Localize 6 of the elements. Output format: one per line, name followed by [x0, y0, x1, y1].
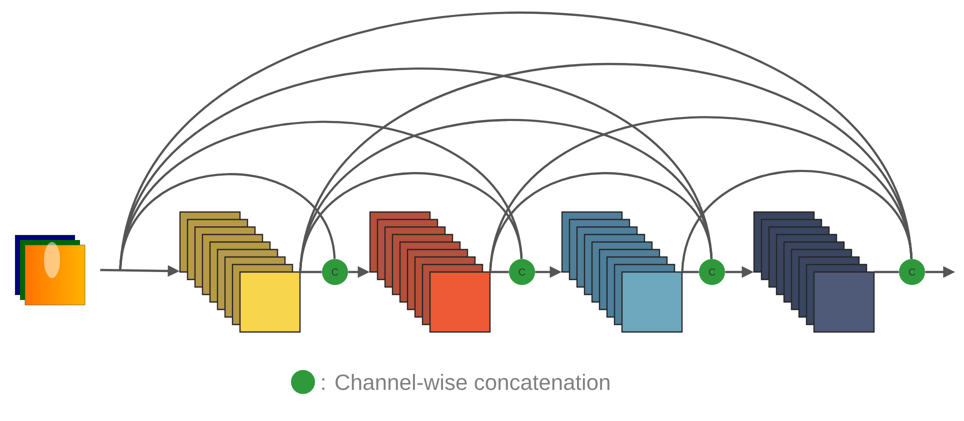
- input-image-drawing: [15, 235, 86, 306]
- feature-map-stack-drawing: [369, 211, 491, 333]
- legend-text: : Channel-wise concatenation: [322, 374, 610, 390]
- feature-map-stack-drawing: [561, 211, 683, 333]
- feature-map-stack-drawing: [179, 211, 301, 333]
- feature-map-stack-drawing: [753, 211, 875, 333]
